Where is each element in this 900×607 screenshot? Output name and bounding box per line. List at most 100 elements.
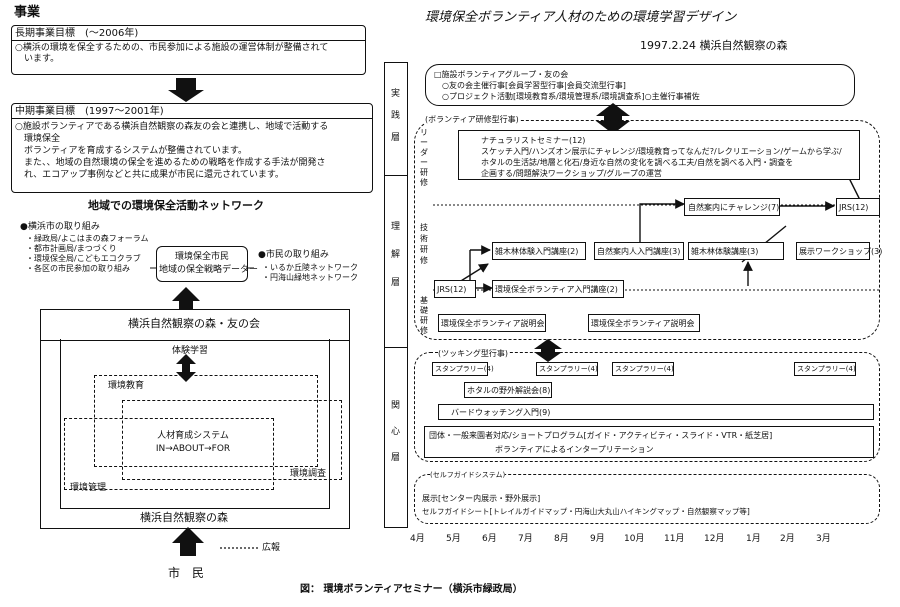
up-arrow-strategy	[172, 287, 200, 310]
layer-rikai: 理 解 層	[391, 222, 401, 288]
setsumei-a-label: 環境保全ボランティア説明会	[441, 319, 545, 328]
month-7: 7月	[518, 534, 533, 544]
mid-term-goal-title: 中期事業目標 (1997～2001年)	[15, 106, 164, 117]
volunteer-seminar-label: (ボランティア研修型行事)	[425, 114, 519, 125]
month-9: 9月	[590, 534, 605, 544]
chosa-area	[122, 400, 342, 480]
kanri-label: 環境管理	[70, 483, 107, 493]
interp-label: ボランティアによるインタープリテーション	[495, 445, 654, 454]
design-date: 1997.2.24 横浜自然観察の森	[640, 39, 788, 52]
kyoiku-area	[94, 375, 318, 467]
zoki-taiken-box: 雑木林体験講座(3)	[688, 242, 784, 260]
strategy-text: 環境保全市民 地域の保全戦略データー	[159, 252, 259, 275]
volunteer-nyumon-label: 環境保全ボランティア入門講座(2)	[495, 285, 618, 294]
hotaru-label: ホタルの野外解説会(8)	[467, 386, 551, 395]
month-4: 4月	[410, 534, 425, 544]
month-6: 6月	[482, 534, 497, 544]
stamp-4: スタンプラリー(4)	[794, 362, 856, 376]
down-arrow-long-mid	[168, 78, 204, 102]
shizen-challenge-label: 自然案内にチャレンジ(7)	[688, 203, 780, 212]
stamp-4-label: スタンプラリー(4)	[797, 365, 856, 373]
figure-caption: 図： 環境ボランティアセミナー（横浜市緑政局）	[300, 584, 523, 595]
stamp-2-label: スタンプラリー(4)	[539, 365, 598, 373]
double-arrow-kanshin	[534, 339, 562, 362]
jinzai-system: 人材育成システム IN→ABOUT→FOR	[155, 431, 231, 454]
long-term-goal-title: 長期事業目標 (～2006年)	[15, 28, 139, 39]
long-term-goal-box: 長期事業目標 (～2006年) ○横浜の環境を保全するための、市民参加による施設…	[11, 25, 366, 75]
zoki-nyumon-box: 雑木林体験入門講座(2)	[492, 242, 586, 260]
shizen-challenge-box: 自然案内にチャレンジ(7)	[684, 198, 780, 216]
jrs-basic-box: JRS(12)	[434, 280, 476, 298]
selfguide-sheet-label: セルフガイドシート[トレイルガイドマップ・円海山大丸山ハイキングマップ・自然観察…	[422, 507, 750, 516]
citizen-initiatives-list: ・いるか丘陵ネットワーク ・円海山緑地ネットワーク	[262, 263, 358, 282]
tenji-workshop-label: 展示ワークショップ(3)	[799, 247, 883, 256]
jigyou-heading: 事業	[14, 5, 41, 20]
kanri-area	[64, 418, 274, 490]
kyoiku-label: 環境教育	[108, 381, 145, 391]
layer-jissen: 実 践 層	[391, 89, 401, 143]
layer-sidebar: 実 践 層 理 解 層 関 心 層	[384, 62, 408, 528]
stamp-1: スタンプラリー(4)	[432, 362, 494, 376]
shizen-nyumon-box: 自然案内人入門講座(3)	[594, 242, 684, 260]
zoki-nyumon-label: 雑木林体験入門講座(2)	[495, 247, 579, 256]
tomo-no-kai-box: 横浜自然観察の森・友の会	[40, 309, 350, 341]
month-10: 10月	[624, 534, 645, 544]
tsukking-area	[414, 352, 880, 462]
double-arrow-practice	[596, 103, 630, 134]
setsumei-b-label: 環境保全ボランティア説明会	[591, 319, 695, 328]
network-title: 地域での環境保全活動ネットワーク	[88, 199, 264, 212]
month-2: 2月	[780, 534, 795, 544]
sublayer-kiso: 基 礎 研 修	[420, 296, 428, 335]
dantai-label: 団体・一般来園者対応/ショートプログラム[ガイド・アクティビティ・スライド・VT…	[429, 431, 773, 440]
month-8: 8月	[554, 534, 569, 544]
month-5: 5月	[446, 534, 461, 544]
stamp-1-label: スタンプラリー(4)	[435, 365, 494, 373]
sublayer-leader: リ ー ダ ー 研 修	[420, 128, 428, 187]
naturalist-seminar-text: ナチュラリストセミナー(12) スケッチ入門/ハンズオン展示にチャレンジ/環境教…	[481, 136, 842, 178]
setsumei-b-box: 環境保全ボランティア説明会	[588, 314, 700, 332]
mori-inner-frame	[60, 339, 330, 509]
stamp-3-label: スタンプラリー(4)	[615, 365, 674, 373]
mori-outer-frame	[40, 339, 350, 529]
volunteer-nyumon-box: 環境保全ボランティア入門講座(2)	[492, 280, 624, 298]
self-guide-label: (セルフガイドシステム)	[430, 470, 506, 481]
layer-kanshin: 関 心 層	[391, 401, 401, 463]
month-3: 3月	[816, 534, 831, 544]
naturalist-seminar-box: ナチュラリストセミナー(12) スケッチ入門/ハンズオン展示にチャレンジ/環境教…	[458, 130, 860, 180]
jrs-advanced-box: JRS(12)	[836, 198, 880, 216]
stamp-3: スタンプラリー(4)	[612, 362, 674, 376]
hotaru-box: ホタルの野外解説会(8)	[464, 382, 552, 398]
up-arrow-shimin	[172, 527, 204, 556]
dantai-box: 団体・一般来園者対応/ショートプログラム[ガイド・アクティビティ・スライド・VT…	[424, 426, 874, 458]
jrs-basic-label: JRS(12)	[437, 285, 467, 294]
tsukking-label: (ツッキング型行事)	[438, 348, 509, 359]
citizen-initiatives-title: ●市民の取り組み	[258, 250, 329, 260]
stamp-2: スタンプラリー(4)	[536, 362, 598, 376]
mid-term-goal-box: 中期事業目標 (1997～2001年) ○施設ボランティアである横浜自然観察の森…	[11, 103, 373, 193]
practice-text: □施設ボランティアグループ・友の会 ○友の会主催行事[会員学習型行事|会員交流型…	[434, 70, 700, 101]
tomo-no-kai-label: 横浜自然観察の森・友の会	[128, 317, 260, 330]
koho-label: 広報	[262, 543, 281, 553]
mori-label: 横浜自然観察の森	[140, 511, 228, 524]
design-title: 環境保全ボランティア人材のための環境学習デザイン	[425, 10, 737, 25]
bird-label: バードウォッチング入門(9)	[451, 408, 551, 417]
month-12: 12月	[704, 534, 725, 544]
shizen-nyumon-label: 自然案内人入門講座(3)	[597, 247, 681, 256]
month-1: 1月	[746, 534, 761, 544]
taiken-label: 体験学習	[172, 346, 209, 356]
shimin-label: 市 民	[168, 566, 205, 580]
city-initiatives-title: ●横浜市の取り組み	[20, 222, 100, 232]
month-11: 11月	[664, 534, 685, 544]
volunteer-seminar-area	[414, 120, 880, 340]
setsumei-a-box: 環境保全ボランティア説明会	[438, 314, 546, 332]
tenji-workshop-box: 展示ワークショップ(3)	[796, 242, 882, 260]
chosa-label: 環境調査	[290, 469, 327, 479]
self-guide-area	[414, 474, 880, 524]
tenji2-label: 展示[センター内展示・野外展示]	[422, 494, 541, 503]
jrs-advanced-label: JRS(12)	[839, 203, 869, 212]
city-initiatives-list: ・緑政局/よこはまの森フォーラム ・都市計画局/まつづくり ・環境保全局/こども…	[26, 234, 149, 273]
bird-box: バードウォッチング入門(9)	[438, 404, 874, 420]
practice-box: □施設ボランティアグループ・友の会 ○友の会主催行事[会員学習型行事|会員交流型…	[425, 64, 855, 106]
sublayer-gijutsu: 技 術 研 修	[420, 223, 428, 265]
